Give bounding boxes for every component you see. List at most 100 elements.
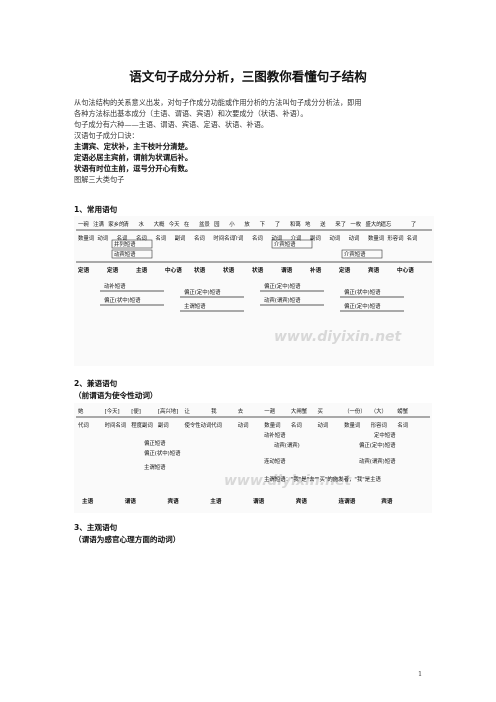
diagram-2-role: 谓语 [253, 497, 265, 505]
diagram-1-group: 偏正(状中)短语 [344, 288, 381, 296]
diagram-1-word: 园 [214, 221, 219, 228]
intro-line-2: 各种方法标出基本成分（主语、谓语、宾语）和次要成分（状语、补语）。 [74, 109, 308, 118]
diagram-1-word: 了 [411, 221, 416, 228]
diagram-1-pos: 动词 [97, 234, 108, 242]
diagram-1-word: 清 [123, 220, 129, 228]
diagram-1-word: 在 [184, 220, 190, 228]
diagram-1-pos: 名词 [136, 234, 147, 242]
diagram-2-phrase: 偏正(定中)短语 [359, 441, 396, 449]
diagram-1-word: 放 [244, 220, 250, 228]
diagram-1-role: 定语 [77, 266, 90, 274]
diagram-2-role: 宾语 [168, 497, 180, 505]
page-title: 语文句子成分分析，三图教你看懂句子结构 [129, 69, 367, 84]
diagram-1-word: 家乡的 [108, 220, 124, 228]
diagram-1-phrase-box [111, 249, 153, 259]
diagram-1-phrase-box [341, 249, 383, 259]
diagram-2-pos: 名词 [397, 421, 408, 429]
diagram-1-word: 遗忘 [381, 220, 392, 228]
section-2-heading: 2、兼语语句 [74, 379, 118, 388]
diagram-2-pos: 程度副词 [131, 421, 153, 429]
intro-line-1: 从句法结构的关系意义出发，对句子作成分功能或作用分析的方法叫句子成分分析法，即用 [74, 98, 362, 107]
diagram-2-phrase: 定中短语 [374, 431, 396, 439]
diagram-1-word: 今天 [169, 220, 180, 228]
diagram-2-word: 螃蟹 [397, 407, 408, 415]
section-3-note: （谓语为感官心理方面的动词） [74, 535, 181, 544]
section-1-heading: 1、常用语句 [74, 205, 118, 214]
diagram-1-word: 注满 [93, 220, 104, 228]
watermark-1: www.diyixin.net [274, 329, 403, 345]
diagram-1-role: 补语 [310, 266, 322, 274]
diagram-2-pos: 代词 [78, 421, 89, 429]
diagram-1-pos: 形容词 [387, 234, 403, 242]
diagram-2-phrase: 偏正(状中)短语 [144, 449, 181, 457]
diagram-1-phrase: 介宾短语 [274, 240, 296, 248]
diagram-1-pos: 名词 [407, 234, 418, 242]
diagram-2-phrase: 偏正短语 [144, 439, 166, 447]
diagram-1-word: 送 [320, 220, 326, 228]
diagram-1-phrase: 介宾短语 [344, 250, 366, 258]
diagram-1-pos: 副词 [310, 234, 321, 242]
diagram-1-phrase: 并列短语 [114, 240, 136, 248]
diagram-1-pos: 介词 [291, 234, 302, 242]
diagram-1-pos: 动词 [349, 234, 360, 242]
diagram-2-role: 宾语 [381, 497, 393, 505]
diagram-1-role: 宾语 [368, 266, 380, 274]
watermark-2: www.diyixin.net [224, 473, 353, 489]
diagram-2-pos: 动词 [238, 421, 249, 429]
diagram-2-role: 宾语 [296, 497, 308, 505]
diagram-1-role: 状语 [194, 266, 206, 274]
diagram-2-phrase: 动补短语 [264, 431, 286, 439]
intro-line-3: 句子成分有六种——主语、谓语、宾语、定语、状语、补语。 [74, 120, 269, 129]
diagram-2-pos: 时间名词 [105, 421, 127, 429]
diagram-1-group: 偏正(定中)短语 [184, 288, 221, 296]
diagram-1-group: 主谓短语 [184, 302, 206, 310]
diagram-1-group: 偏正(定中)短语 [264, 282, 301, 290]
diagram-2-word: （大） [371, 407, 387, 415]
diagram-2-word: （一份） [344, 407, 366, 415]
diagram-1-pos: 名词 [117, 234, 128, 242]
diagram-1-word: 下 [260, 221, 266, 228]
diagram-1-role: 定语 [338, 266, 351, 274]
diagram-1-group: 动宾(谓宾)短语 [264, 296, 301, 304]
diagram-1-role: 定语 [106, 266, 119, 274]
diagram-2-pos: 使令性动词 [184, 421, 211, 429]
diagram-1-word: 一枚 [350, 220, 361, 228]
diagram-1-word: 和蔼 [290, 220, 301, 228]
diagram-2-pos: 形容词 [371, 421, 387, 429]
diagram-2-word: 去 [238, 407, 244, 415]
diagram-2-word: 让 [184, 407, 190, 415]
mnemonic-line-2: 定语必居主宾前，谓前为状谓后补。 [74, 153, 193, 162]
diagram-2-word: 买 [318, 407, 324, 415]
diagram-1-pos: 数量词 [78, 234, 94, 242]
diagram-2-word: [高兴地] [158, 407, 178, 415]
diagram-1-word: 盛大的 [365, 220, 381, 228]
diagram-1-word: 盆景 [199, 220, 210, 228]
diagram-2-pos: 副词 [158, 421, 169, 429]
diagram-1-phrase-box [111, 239, 153, 249]
diagram-1-word: 一碗 [78, 220, 89, 228]
diagram-2-word: [今天] [105, 407, 120, 415]
diagram-1-word: 来了 [335, 220, 346, 228]
diagram-1-group: 偏正(定中)短语 [344, 302, 381, 310]
page-number: 1 [418, 670, 423, 678]
diagram-1-word: 小 [229, 220, 235, 228]
intro-paragraph: 从句法结构的关系意义出发，对句子作成分功能或作用分析的方法叫句子成分分析法，即用… [74, 97, 444, 185]
diagram-2-role: 主语 [82, 497, 94, 505]
diagram-1-role: 谓语 [281, 266, 293, 274]
section-3-heading: 3、主观语句 [74, 523, 118, 532]
intro-line-4: 汉语句子成分口诀： [74, 131, 139, 140]
diagram-2-pos: 代词 [211, 421, 222, 429]
diagram-2-role: 主语 [210, 497, 222, 505]
diagram-2-pos: 名词 [291, 421, 302, 429]
diagram-2-pos: 数量词 [344, 421, 360, 429]
diagram-2-role: 谓语 [125, 497, 137, 505]
diagram-2-word: [便] [131, 407, 141, 415]
diagram-2-word: 一趟 [264, 407, 275, 415]
diagram-2-pos: 数量词 [264, 421, 280, 429]
diagram-common-sentence: www.diyixin.net 一碗注满家乡的清水大概今天在盆景园小放下了和蔼地… [74, 216, 434, 366]
subtitle: 图解三大类句子 [74, 175, 125, 184]
diagram-1-role: 中心语 [397, 266, 414, 274]
diagram-1-phrase-box [271, 239, 313, 249]
diagram-1-pos: 动词 [271, 234, 282, 242]
diagram-1-pos: 数量词 [368, 234, 384, 242]
